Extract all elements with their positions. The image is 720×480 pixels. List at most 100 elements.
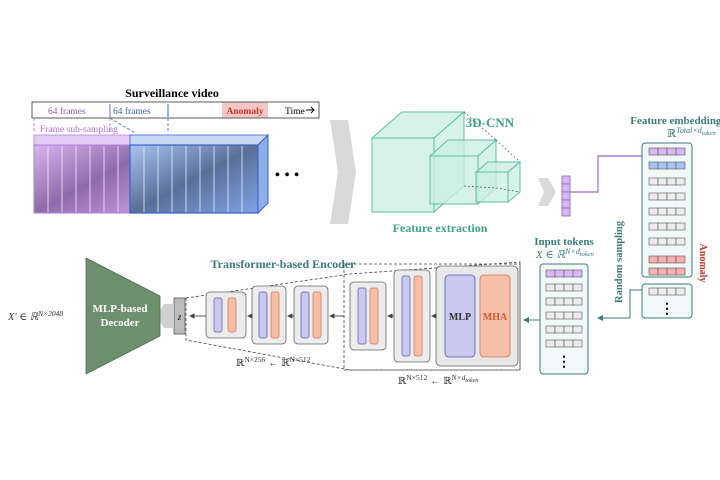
token-row-cell [563, 311, 574, 320]
token-row-cell [563, 269, 574, 278]
token-row-cell [572, 297, 583, 306]
time-label: Time [285, 107, 305, 117]
embedding-row-cell [675, 237, 686, 246]
anomaly-label: Anomaly [227, 107, 264, 117]
feature-link [570, 155, 645, 193]
embedding-row-cell [666, 255, 677, 264]
embedding-row-cell [657, 237, 668, 246]
subsampling-guide-blue [109, 117, 169, 134]
embedding-row-cell [675, 177, 686, 186]
token-row-cell [572, 311, 583, 320]
decoder-label-line2: Decoder [100, 317, 139, 329]
video-title: Surveillance video [125, 86, 219, 100]
embedding-row-cell [675, 192, 686, 201]
embedding-row-cell [648, 255, 659, 264]
encoder-layer-512-a-blue [401, 275, 411, 357]
big-arrow-1 [330, 120, 356, 224]
embedding-row-cell [657, 207, 668, 216]
embedding-row-cell [666, 192, 677, 201]
embedding-row-cell [675, 207, 686, 216]
embedding-row-cell [657, 161, 668, 170]
embedding-row-cell [675, 147, 686, 156]
cnn-caption: Feature extraction [393, 221, 488, 235]
embedding-row-cell [648, 192, 659, 201]
token-row-cell [563, 339, 574, 348]
embedding-row-cell [648, 222, 659, 231]
embedding-row-cell [648, 267, 659, 276]
embedding-row-cell [648, 147, 659, 156]
token-row-cell [563, 297, 574, 306]
token-row-cell [572, 269, 583, 278]
embeddings-lower-row [648, 287, 686, 296]
cnn-volume-3 [474, 160, 522, 204]
embedding-row-cell [666, 267, 677, 276]
encoder-layer-256-c-blue [213, 297, 223, 333]
big-arrow-2 [538, 178, 556, 206]
embedding-row-cell [675, 222, 686, 231]
encoder-layer-256-c-red [227, 297, 237, 333]
encoder-group-512-outline [343, 263, 521, 371]
encoder-layer-256-b [251, 285, 287, 345]
embedding-row-cell [648, 207, 659, 216]
token-row-cell [545, 297, 556, 306]
embedding-row-cell [648, 237, 659, 246]
mha-label: MHA [483, 312, 508, 323]
embedding-row-cell [666, 237, 677, 246]
token-row-cell [572, 283, 583, 292]
anomaly-segment [222, 102, 268, 118]
token-row-cell [563, 325, 574, 334]
blue-clip-block [129, 133, 269, 215]
token-row-cell [554, 325, 565, 334]
token-row-cell [554, 269, 565, 278]
decoder-trapezoid [85, 257, 161, 375]
cnn-dotted-links [463, 111, 521, 193]
mha-block [479, 274, 511, 358]
decoder-label-line1: MLP-based [93, 303, 148, 315]
embedding-row-cell [675, 255, 686, 264]
encoder-layer-512-b-blue [357, 287, 367, 345]
token-row-cell [554, 311, 565, 320]
encoder-layer-512-b [349, 281, 387, 351]
frames-a-label: 64 frames [48, 106, 86, 117]
encoder-layer-256-b-red [270, 291, 280, 339]
subsampling-guide-purple [33, 118, 111, 133]
token-row-cell [545, 283, 556, 292]
video-ellipsis: • • • [275, 167, 300, 184]
token-row-cell [554, 283, 565, 292]
embedding-row-cell [648, 177, 659, 186]
encoder-layer-512-a-red [413, 275, 423, 357]
dim-caption-256: ℝN×256←ℝN×512 [236, 355, 311, 369]
frames-b-label: 64 frames [113, 106, 151, 117]
feature-vector [561, 175, 571, 217]
sampling-link [597, 289, 642, 321]
random-sampling-label: Random sampling [614, 220, 625, 303]
token-row-cell [545, 325, 556, 334]
dim-caption-512: ℝN×512←ℝN×dtoken [398, 373, 478, 387]
decoder-gray-arrow [156, 304, 174, 328]
token-row-cell [545, 339, 556, 348]
encoder-title: Transformer-based Encoder [211, 257, 357, 271]
time-arrow-icon [306, 106, 315, 114]
subsampling-label: Frame sub-sampling [40, 125, 118, 135]
embedding-row-cell [666, 177, 677, 186]
latent-z-label: z [177, 312, 182, 322]
embedding-row-cell [666, 207, 677, 216]
cnn-title: 3D-CNN [466, 115, 515, 130]
embedding-row-cell [666, 222, 677, 231]
embeddings-anomaly-label: Anomaly [697, 244, 708, 283]
tokens-dots: ⋮ [557, 355, 571, 370]
embedding-row-cell [657, 222, 668, 231]
encoder-layer-512-b-red [369, 287, 379, 345]
embeddings-dim: ℝTotal×dtoken [667, 126, 716, 140]
decoder-output: X′ ∈ ℝN×2048 [7, 309, 63, 323]
tokens-rows [545, 269, 583, 348]
tokens-title: Input tokens [534, 236, 594, 248]
token-row-cell [563, 283, 574, 292]
embedding-row-cell [657, 267, 668, 276]
embedding-row-cell [675, 267, 686, 276]
embedding-row-cell [666, 147, 677, 156]
embeddings-dots: ⋮ [660, 302, 674, 317]
embedding-row-cell [648, 161, 659, 170]
encoder-layer-256-b-blue [258, 291, 268, 339]
